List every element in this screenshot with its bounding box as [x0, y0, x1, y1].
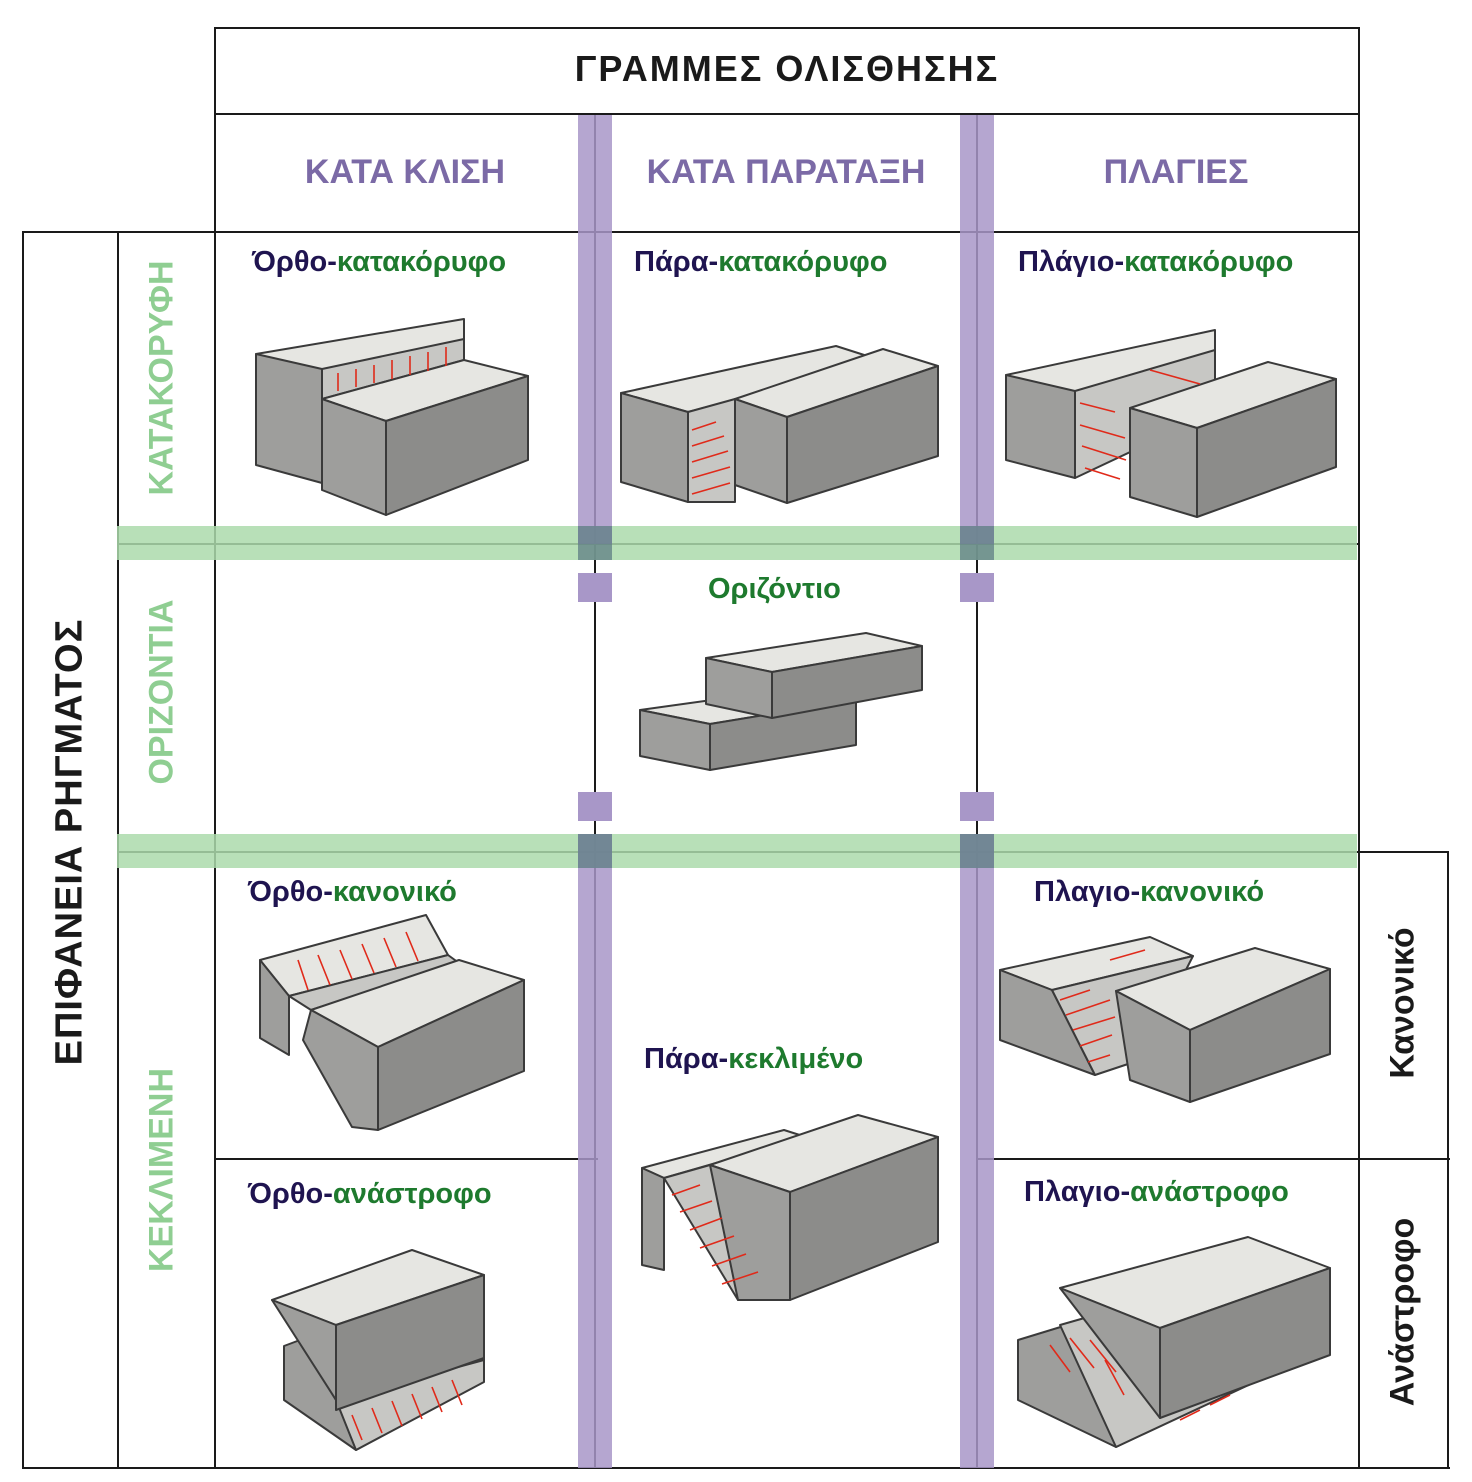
cell-label-ortho-vertical: Όρθο-κατακόρυφο	[252, 246, 506, 279]
grid-line	[22, 1467, 1450, 1469]
column-header-oblique: ΠΛΑΓΙΕΣ	[1103, 153, 1249, 191]
cell-label-horizontal: Οριζόντιο	[708, 573, 841, 606]
purple-marker	[960, 573, 994, 602]
band-overlap	[578, 834, 612, 868]
label-suffix: κεκλιμένο	[728, 1043, 864, 1075]
label-prefix: Πλάγιο-	[1018, 246, 1125, 278]
cell-label-plagio-normal: Πλαγιο-κανονικό	[1034, 876, 1264, 909]
grid-line	[214, 1158, 598, 1160]
purple-marker	[578, 792, 612, 821]
grid-line	[214, 27, 1360, 29]
purple-band	[578, 115, 612, 544]
cell-label-ortho-normal: Όρθο-κανονικό	[248, 876, 457, 909]
diagram-title: ΓΡΑΜΜΕΣ ΟΛΙΣΘΗΣΗΣ	[574, 48, 1000, 89]
purple-marker	[960, 792, 994, 821]
green-band	[117, 834, 1357, 868]
label-suffix: ανάστροφο	[332, 1178, 492, 1210]
column-header-strike: ΚΑΤΑ ΠΑΡΑΤΑΞΗ	[646, 153, 926, 191]
grid-line	[214, 113, 1360, 115]
label-suffix: κατακόρυφο	[336, 246, 507, 278]
label-prefix: Όρθο-	[252, 246, 337, 278]
cell-label-para-vertical: Πάρα-κατακόρυφο	[634, 246, 887, 279]
grid-line	[22, 231, 216, 233]
column-header-dip: ΚΑΤΑ ΚΛΙΣΗ	[304, 153, 506, 191]
grid-line	[22, 231, 24, 1469]
label-suffix: Οριζόντιο	[708, 573, 841, 605]
label-prefix: Πάρα-	[634, 246, 719, 278]
grid-line	[1358, 27, 1360, 1469]
band-overlap	[960, 526, 994, 560]
label-prefix: Πάρα-	[644, 1043, 729, 1075]
cell-label-plagio-reverse: Πλαγιο-ανάστροφο	[1024, 1176, 1289, 1209]
grid-line	[1447, 851, 1449, 1469]
label-prefix: Όρθο-	[248, 876, 333, 908]
grid-line	[214, 27, 216, 1469]
green-band	[117, 526, 1357, 560]
purple-band	[578, 834, 612, 1468]
cell-label-plagio-vertical: Πλάγιο-κατακόρυφο	[1018, 246, 1293, 279]
grid-line	[976, 113, 978, 1469]
cell-label-ortho-reverse: Όρθο-ανάστροφο	[248, 1178, 492, 1211]
grid-line	[214, 231, 1360, 233]
label-suffix: κανονικό	[1140, 876, 1265, 908]
band-overlap	[578, 526, 612, 560]
grid-line	[594, 113, 596, 1469]
cell-label-para-inclined: Πάρα-κεκλιμένο	[644, 1043, 863, 1076]
label-suffix: ανάστροφο	[1130, 1176, 1289, 1208]
purple-marker	[578, 573, 612, 602]
grid-line	[976, 1158, 1450, 1160]
label-suffix: κανονικό	[332, 876, 457, 908]
label-suffix: κατακόρυφο	[718, 246, 888, 278]
purple-band	[960, 115, 994, 544]
label-prefix: Όρθο-	[248, 1178, 333, 1210]
band-overlap	[960, 834, 994, 868]
label-prefix: Πλαγιο-	[1034, 876, 1141, 908]
label-prefix: Πλαγιο-	[1024, 1176, 1131, 1208]
purple-band	[960, 834, 994, 1468]
label-suffix: κατακόρυφο	[1124, 246, 1294, 278]
